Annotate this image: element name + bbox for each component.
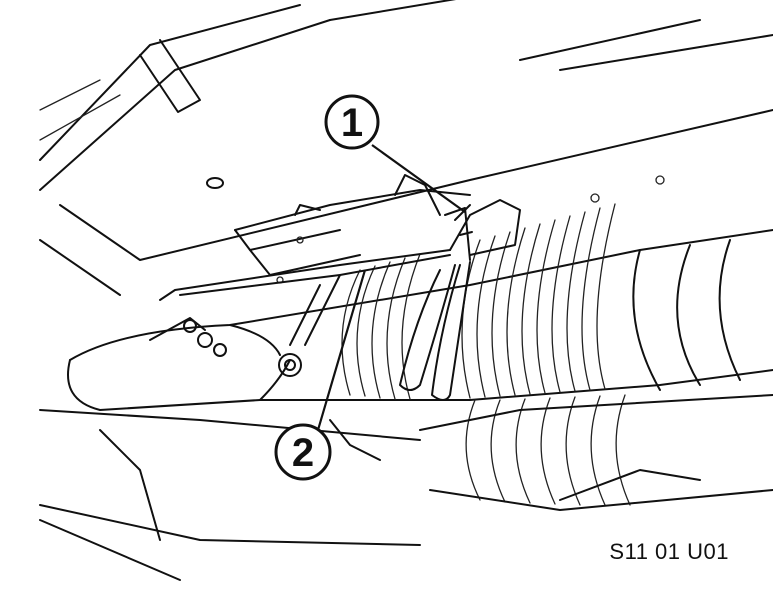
figure-id: S11 01 U01: [609, 539, 729, 564]
wiring-harness: [159, 199, 521, 401]
callout-1: 1: [324, 94, 466, 213]
exhaust-pipe: [67, 203, 773, 511]
lower-body: [39, 409, 701, 581]
callout-2-label: 2: [292, 431, 314, 475]
callout-1-label: 1: [341, 101, 363, 145]
callout-2: 2: [274, 269, 367, 481]
underbody-panel: [39, 0, 773, 296]
